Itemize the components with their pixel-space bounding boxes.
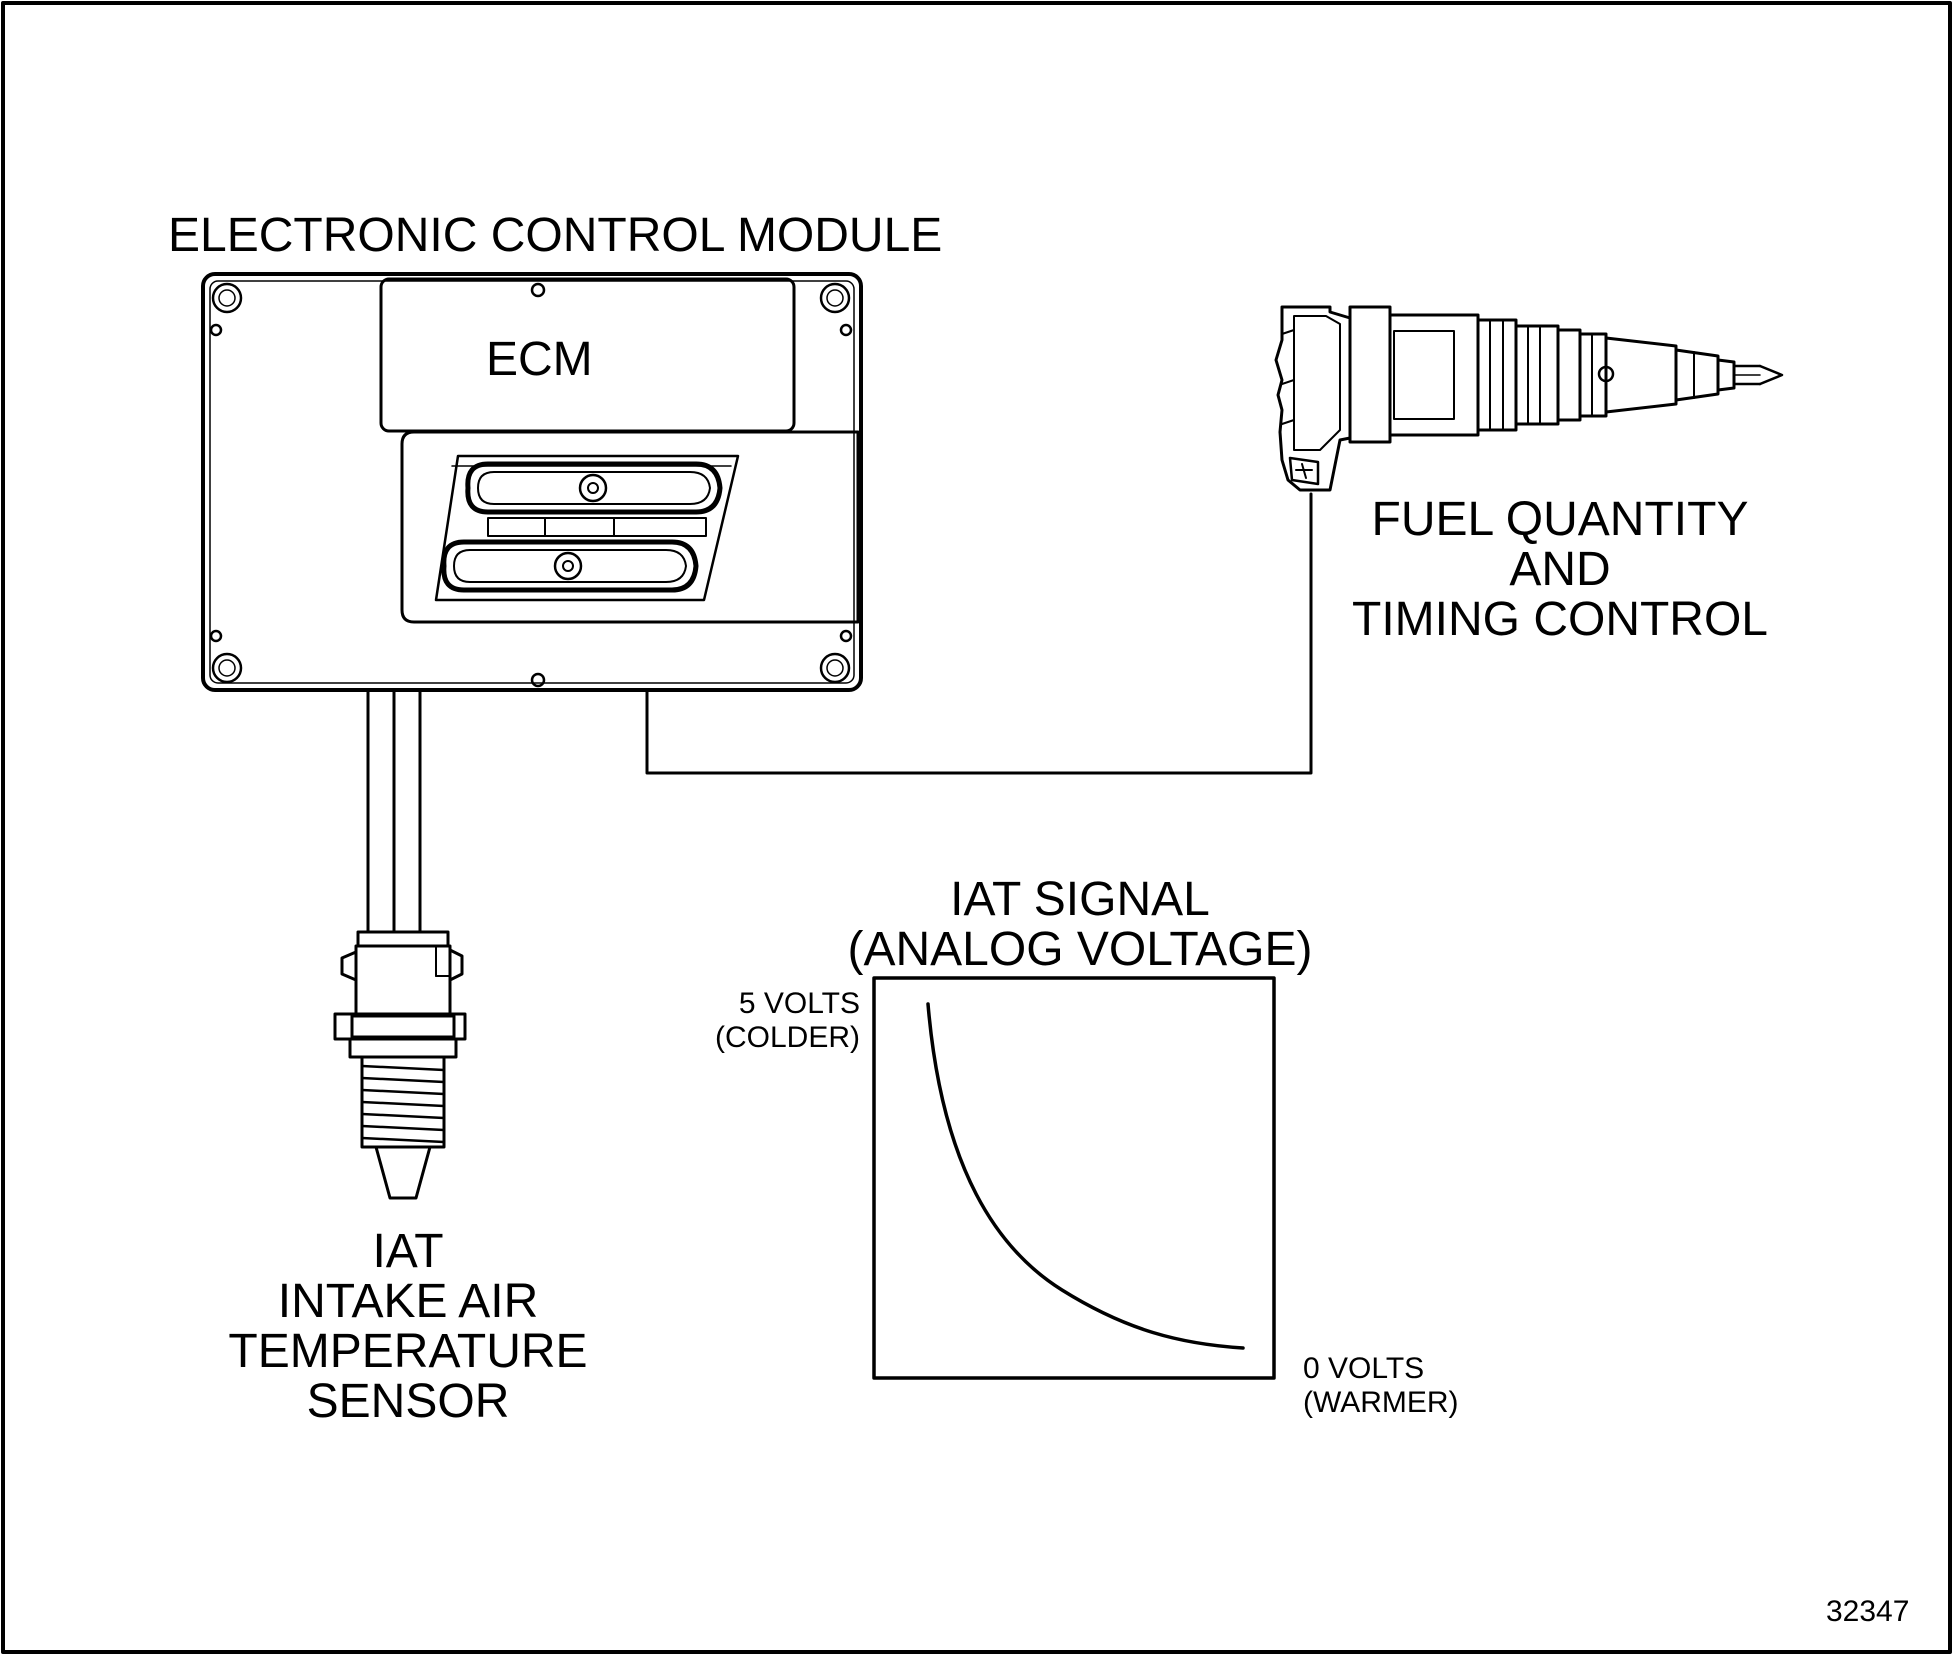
sensor-label-line2: INTAKE AIR (277, 1275, 539, 1328)
iat-sensor-label: IAT INTAKE AIR TEMPERATURE SENSOR (158, 1227, 658, 1427)
ecm-module (201, 272, 863, 692)
iat-sensor (333, 930, 467, 1200)
wire-ecm-to-sensor (366, 690, 422, 934)
ecm-connector-lower (441, 539, 699, 593)
low-note-text: (WARMER) (1303, 1386, 1459, 1419)
fuel-injector (1274, 305, 1784, 492)
high-volts-text: 5 VOLTS (738, 987, 860, 1020)
figure-number: 32347 (1826, 1595, 1910, 1628)
fuel-label-line3: TIMING CONTROL (1352, 593, 1768, 646)
fuel-control-label: FUEL QUANTITY AND TIMING CONTROL (1310, 495, 1810, 645)
sensor-label-line3: TEMPERATURE (228, 1325, 588, 1378)
signal-title-line1: IAT SIGNAL (950, 873, 1210, 926)
ecm-connector-upper (465, 461, 723, 515)
sensor-label-line4: SENSOR (306, 1375, 510, 1428)
signal-curve (926, 1002, 1245, 1350)
ecm-badge-label: ECM (486, 333, 593, 386)
fuel-label-line2: AND (1509, 543, 1611, 596)
sensor-label-line1: IAT (372, 1225, 444, 1278)
high-note-text: (COLDER) (714, 1021, 860, 1054)
high-voltage-label: 5 VOLTS (COLDER) (660, 987, 860, 1055)
wire-ecm-to-injector (645, 492, 1313, 775)
graph-frame (872, 976, 1276, 1380)
low-voltage-label: 0 VOLTS (WARMER) (1303, 1352, 1523, 1420)
fuel-label-line1: FUEL QUANTITY (1371, 493, 1749, 546)
low-volts-text: 0 VOLTS (1303, 1352, 1425, 1385)
ecm-mounting-bolts (209, 282, 853, 688)
signal-title-line2: (ANALOG VOLTAGE) (847, 923, 1313, 976)
ecm-title: ELECTRONIC CONTROL MODULE (168, 209, 943, 262)
iat-signal-graph (872, 976, 1276, 1380)
signal-title: IAT SIGNAL (ANALOG VOLTAGE) (780, 875, 1380, 975)
